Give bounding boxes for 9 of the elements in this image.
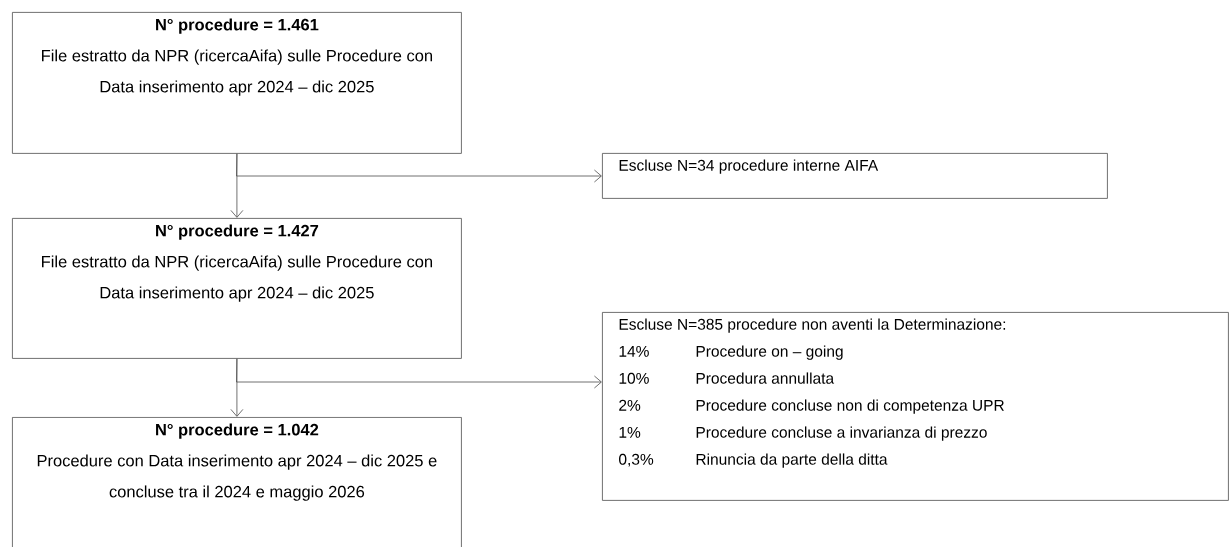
process-box: N° procedure = 1.427 File estratto da NPR (ricercaAifa) sulle Procedure con Data inserimento apr 2024 – dic 2025 [12,218,462,359]
arrow [236,153,602,183]
arrow [230,153,244,218]
process-box: N° procedure = 1.461 File estratto da NPR (ricercaAifa) sulle Procedure con Data inserimento apr 2024 – dic 2025 [12,12,462,154]
exclusion-box: Escluse N=385 procedure non aventi la Determinazione: 14% Procedure on – going 10% Procedura annullata 2% Procedure concluse non di competenza UPR 1% Procedure concluse a invarianza di prezzo 0,3% Rinuncia da parte della ditta [602,312,1229,501]
arrow [230,358,244,417]
exclusion-box: Escluse N=34 procedure interne AIFA [602,153,1108,199]
process-box: N° procedure = 1.042 Procedure con Data inserimento apr 2024 – dic 2025 e concluse tra il 2024 e maggio 2026 [12,417,462,547]
arrow [236,358,602,389]
